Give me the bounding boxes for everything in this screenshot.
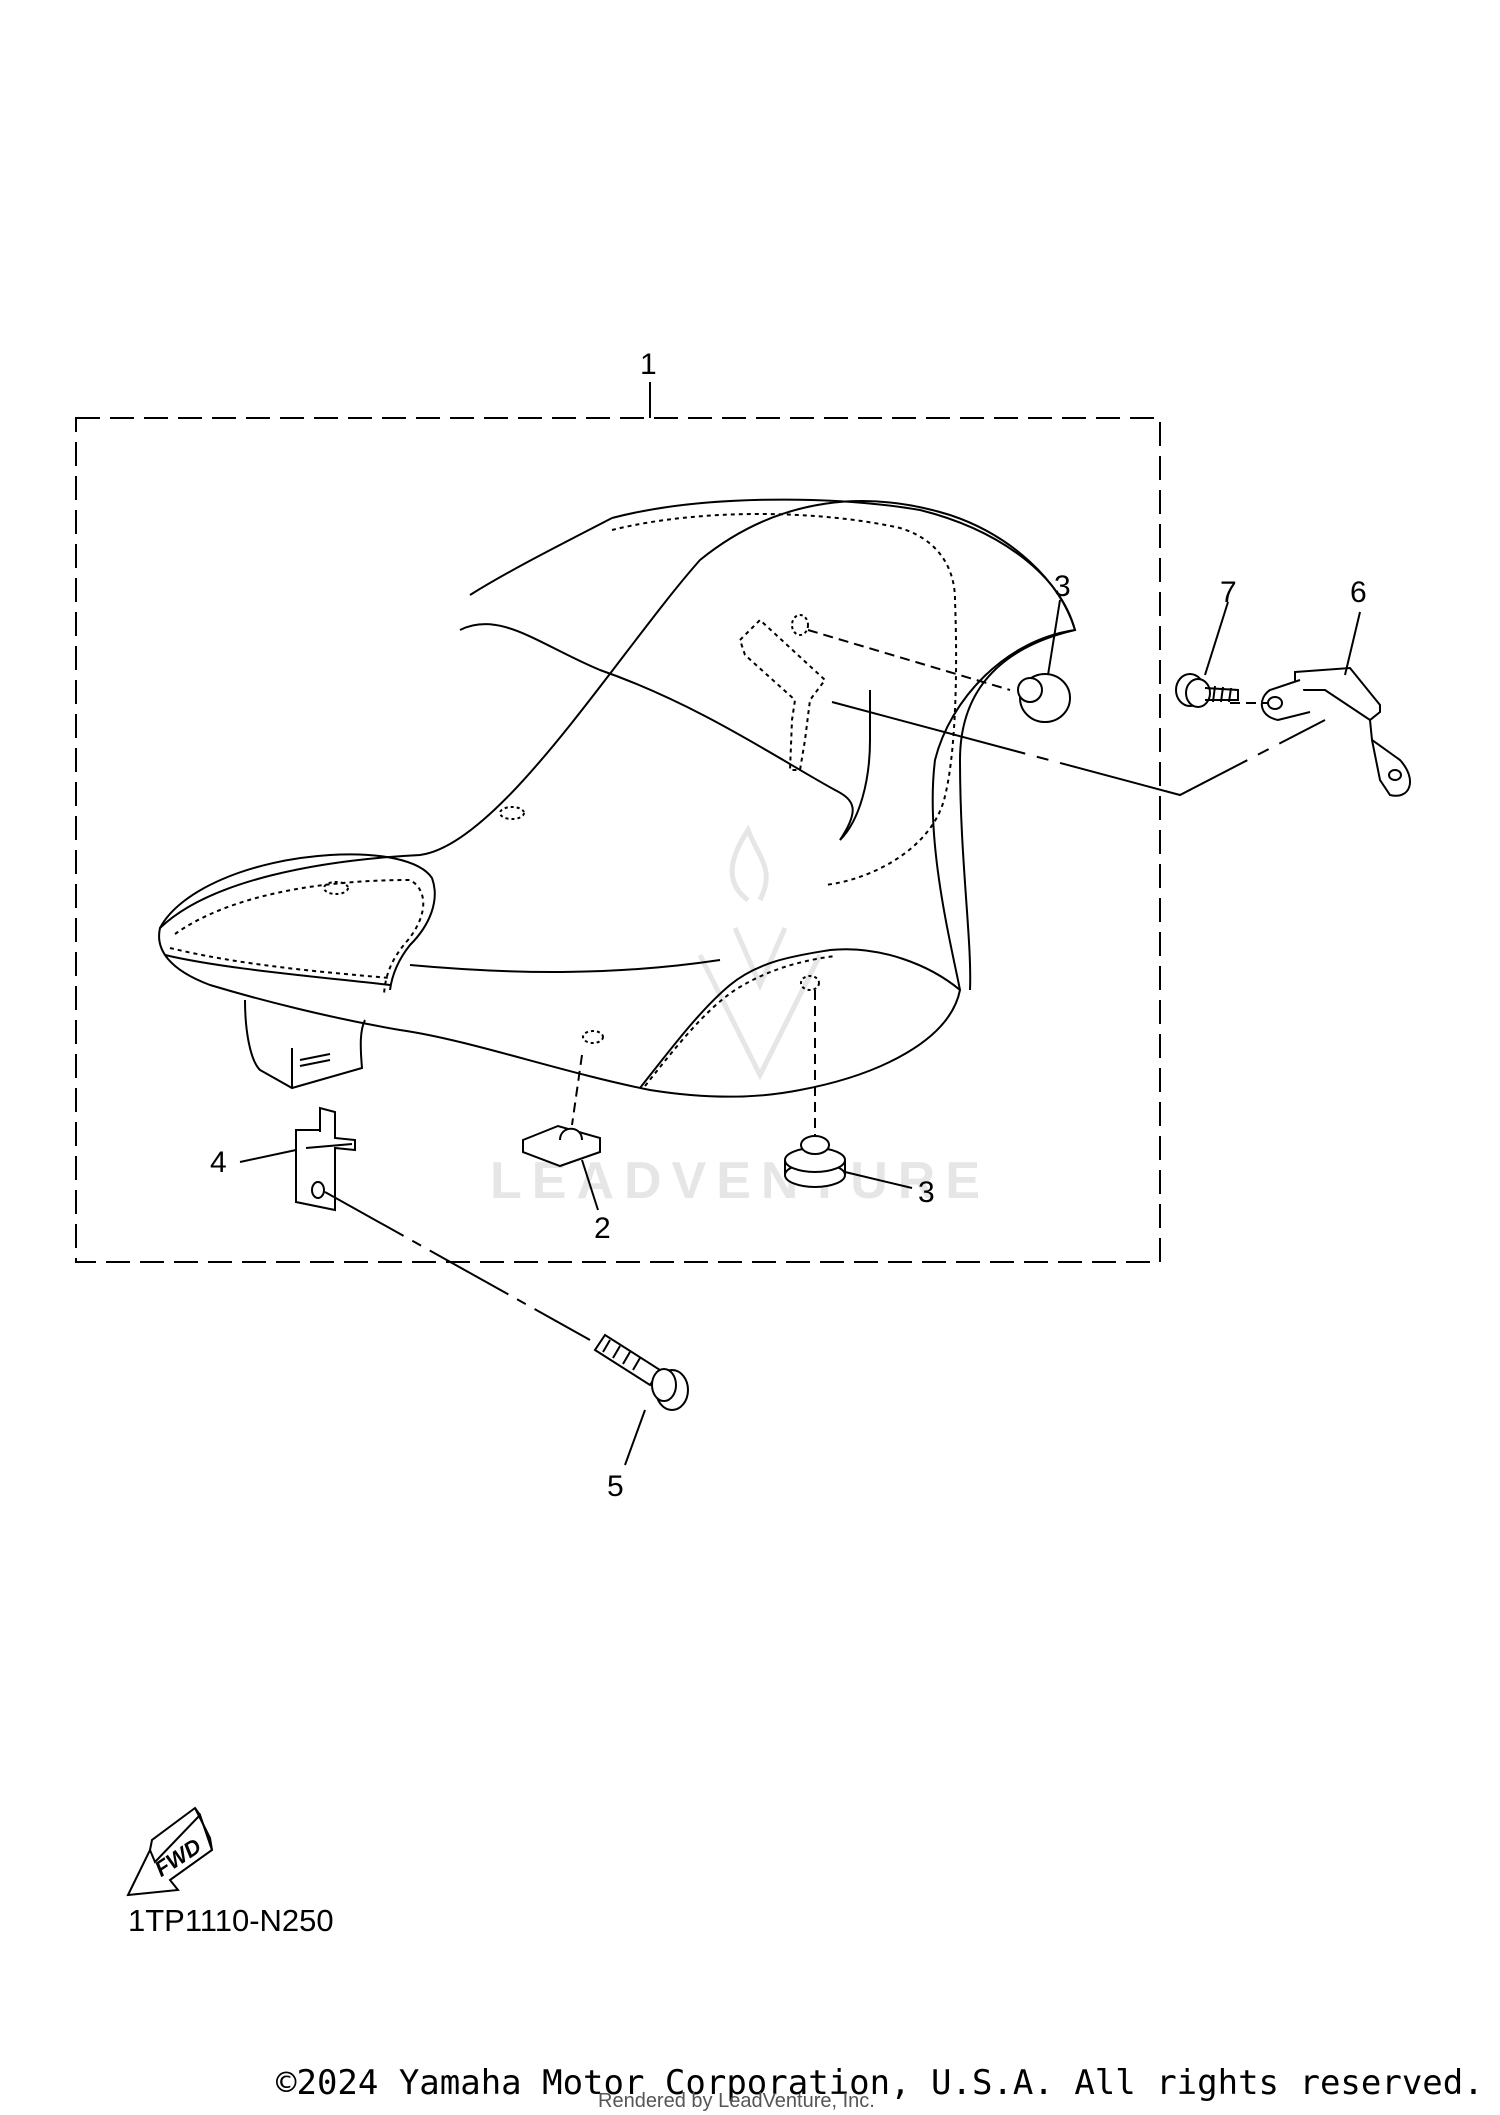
rendered-by-notice: Rendered by LeadVenture, Inc. — [598, 2090, 875, 2112]
kit-boundary-box — [75, 417, 1161, 1263]
part-5-bolt — [324, 1191, 689, 1411]
part-3-damper-upper — [807, 629, 1071, 723]
part-7-screw — [1175, 673, 1239, 708]
copyright-notice: ©2024 Yamaha Motor Corporation, U.S.A. A… — [276, 2063, 1484, 2103]
diagram-code: 1TP1110-N250 — [128, 1903, 334, 1938]
callout-1: 1 — [640, 348, 657, 381]
part-2-nut — [522, 1054, 601, 1168]
callout-6-leader — [1344, 611, 1361, 676]
part-3-damper-lower — [784, 990, 846, 1188]
part-6-stay — [831, 666, 1411, 797]
callout-5-leader — [624, 1409, 646, 1466]
seat-illustration — [158, 498, 1077, 1098]
callout-3b-leader — [844, 1171, 913, 1189]
fwd-arrow-icon — [126, 1806, 214, 1897]
callout-7: 7 — [1220, 576, 1237, 609]
callout-3b: 3 — [918, 1176, 935, 1209]
part-4-bracket — [295, 1106, 356, 1212]
callout-3a-leader — [1047, 599, 1061, 676]
callout-2: 2 — [594, 1212, 611, 1245]
callout-4-leader — [239, 1149, 297, 1163]
callout-4: 4 — [210, 1146, 227, 1179]
callout-7-leader — [1204, 601, 1229, 676]
callout-2-leader — [581, 1159, 599, 1211]
callout-5: 5 — [607, 1470, 624, 1503]
callout-6: 6 — [1350, 576, 1367, 609]
callout-3a: 3 — [1054, 570, 1071, 603]
